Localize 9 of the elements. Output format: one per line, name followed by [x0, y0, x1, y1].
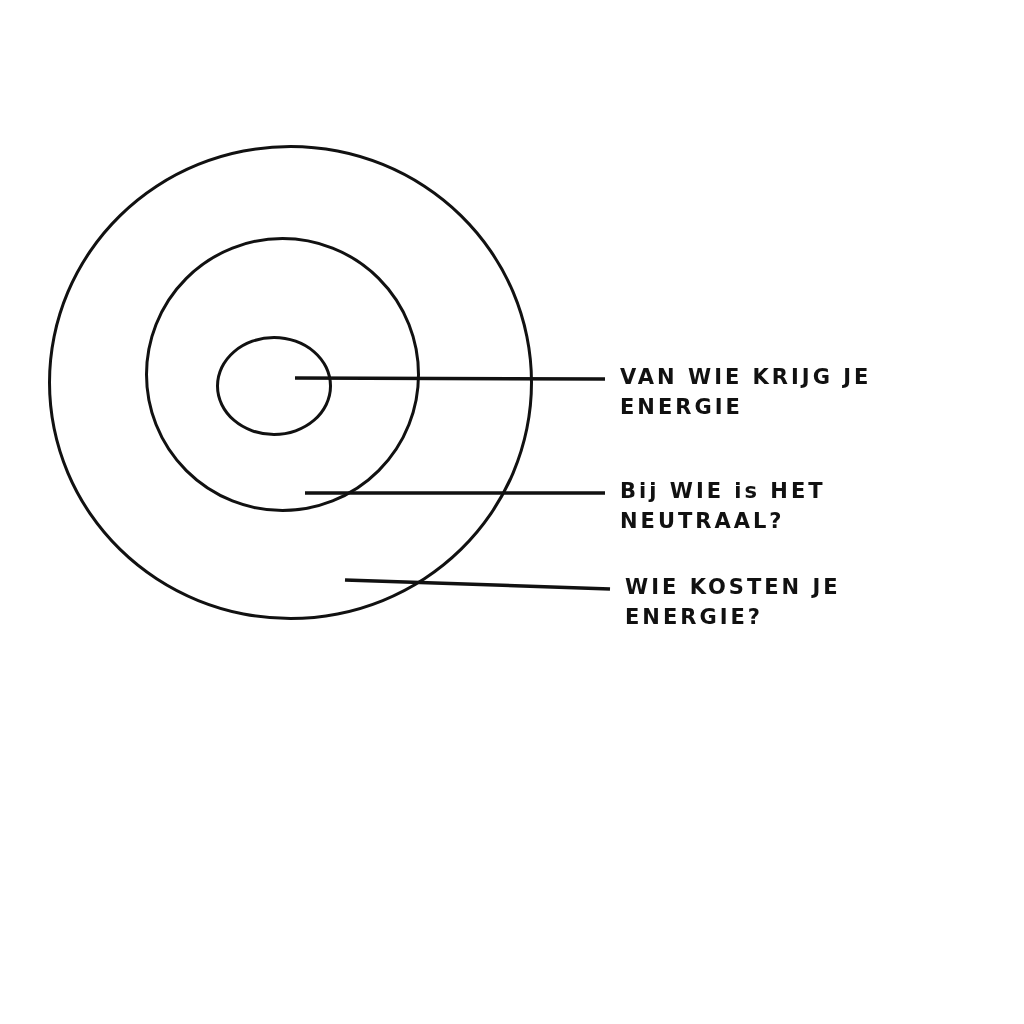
leader-line: [305, 491, 605, 495]
ring-circle: [216, 336, 332, 436]
question-text: WIE KOSTEN JE ENERGIE?: [625, 572, 945, 632]
leader-line: [344, 578, 611, 591]
ring-circle: [48, 145, 533, 620]
question-text: VAN WIE KRIJG JE ENERGIE: [620, 362, 920, 422]
leader-line: [295, 376, 605, 381]
ring-circle: [144, 236, 420, 512]
question-text: Bij WIE is HET NEUTRAAL?: [620, 476, 920, 536]
